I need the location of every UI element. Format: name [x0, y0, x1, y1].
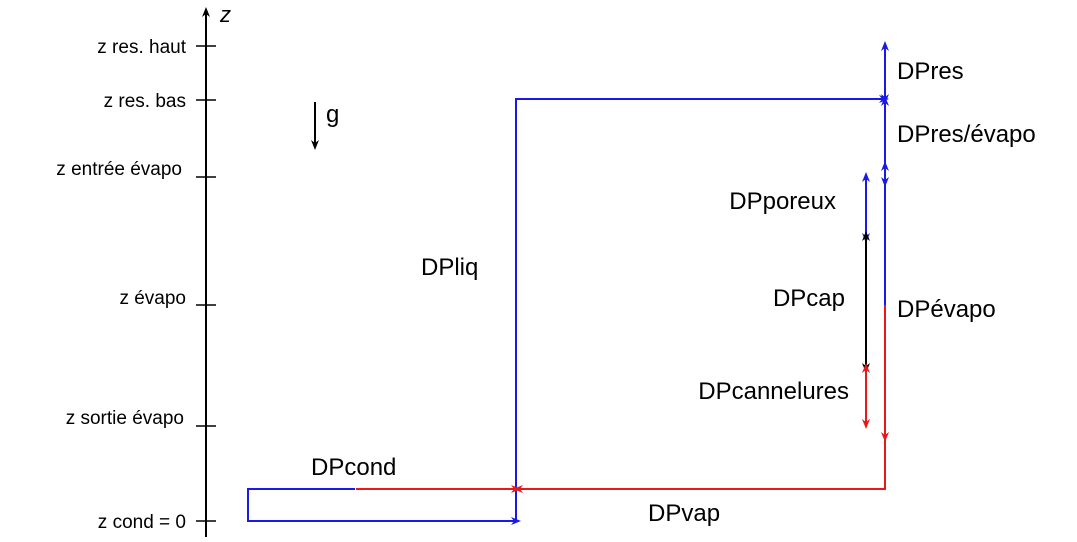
- label-dpcannelures: DPcannelures: [698, 378, 849, 405]
- label-z-cond: z cond = 0: [98, 512, 186, 533]
- gravity-arrow: g: [311, 101, 339, 150]
- label-z-res-bas: z res. bas: [104, 91, 186, 112]
- gravity-label: g: [326, 101, 339, 128]
- label-z-res-haut: z res. haut: [97, 37, 186, 58]
- label-dpcond: DPcond: [311, 454, 396, 481]
- liquid-line: [515, 95, 889, 521]
- z-axis-title: z: [219, 2, 231, 27]
- label-dpevapo: DPévapo: [897, 296, 996, 323]
- label-dpvap: DPvap: [648, 500, 720, 527]
- label-z-evapo: z évapo: [119, 288, 186, 309]
- z-axis: z z res. haut z res. bas z entrée évapo …: [56, 2, 231, 537]
- label-dpcap: DPcap: [773, 285, 845, 312]
- label-dpres: DPres: [897, 58, 964, 85]
- label-dpliq: DPliq: [421, 254, 478, 281]
- label-z-entree-evapo: z entrée évapo: [56, 159, 182, 180]
- condenser-loop: [247, 488, 521, 525]
- label-z-sortie-evapo: z sortie évapo: [66, 408, 184, 429]
- label-dpporeux: DPporeux: [729, 188, 836, 215]
- vapor-line: [356, 437, 886, 493]
- label-dpres-evapo: DPres/évapo: [897, 121, 1036, 148]
